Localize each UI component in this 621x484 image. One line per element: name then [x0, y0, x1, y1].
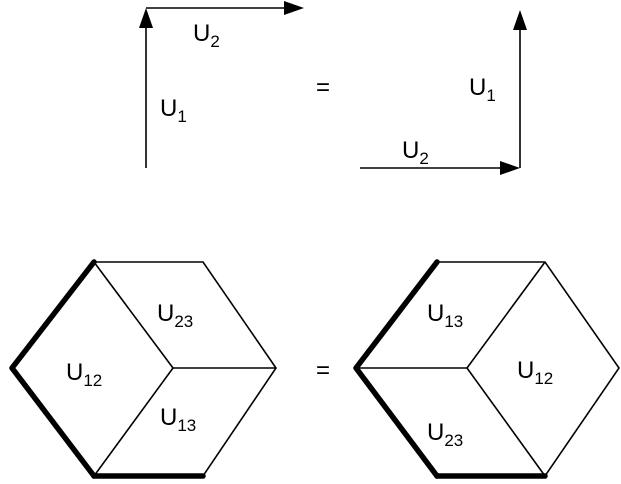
right-u13-label: U13 [427, 300, 463, 331]
left-hexagon-outline [10, 261, 277, 477]
right-hexagon-spoke-bottom [466, 367, 546, 477]
u2-arrowhead-right [500, 161, 520, 175]
u1-label-right: U1 [469, 74, 496, 105]
bottom-equals-sign: = [316, 357, 330, 384]
left-u12-label: U12 [66, 359, 102, 390]
left-u13-label: U13 [160, 404, 196, 435]
left-hexagon-spoke-bottom [93, 367, 174, 477]
right-u12-label: U12 [517, 357, 553, 388]
right-hexagon-spoke-top [466, 261, 546, 369]
u2-label-right: U2 [402, 137, 429, 168]
u2-label-left: U2 [193, 20, 220, 51]
top-left-arrow-pair: U2 U1 [139, 1, 304, 168]
left-hexagon: U12 U23 U13 [9, 259, 277, 479]
left-hexagon-spoke-top [93, 261, 174, 369]
right-hexagon: U13 U12 U23 [353, 259, 620, 479]
u1-arrowhead-right [513, 10, 527, 30]
top-equals-sign: = [316, 74, 330, 101]
left-u23-label: U23 [157, 300, 193, 331]
right-hexagon-bold-edge-left [353, 259, 440, 479]
u1-arrowhead-left [139, 8, 153, 28]
left-hexagon-bold-edge-left [9, 259, 97, 479]
u1-label-left: U1 [160, 95, 187, 126]
right-hexagon-outline [354, 261, 620, 477]
top-right-arrow-pair: U1 U2 [360, 10, 527, 175]
u2-arrowhead-left [284, 1, 304, 15]
right-u23-label: U23 [427, 419, 463, 450]
